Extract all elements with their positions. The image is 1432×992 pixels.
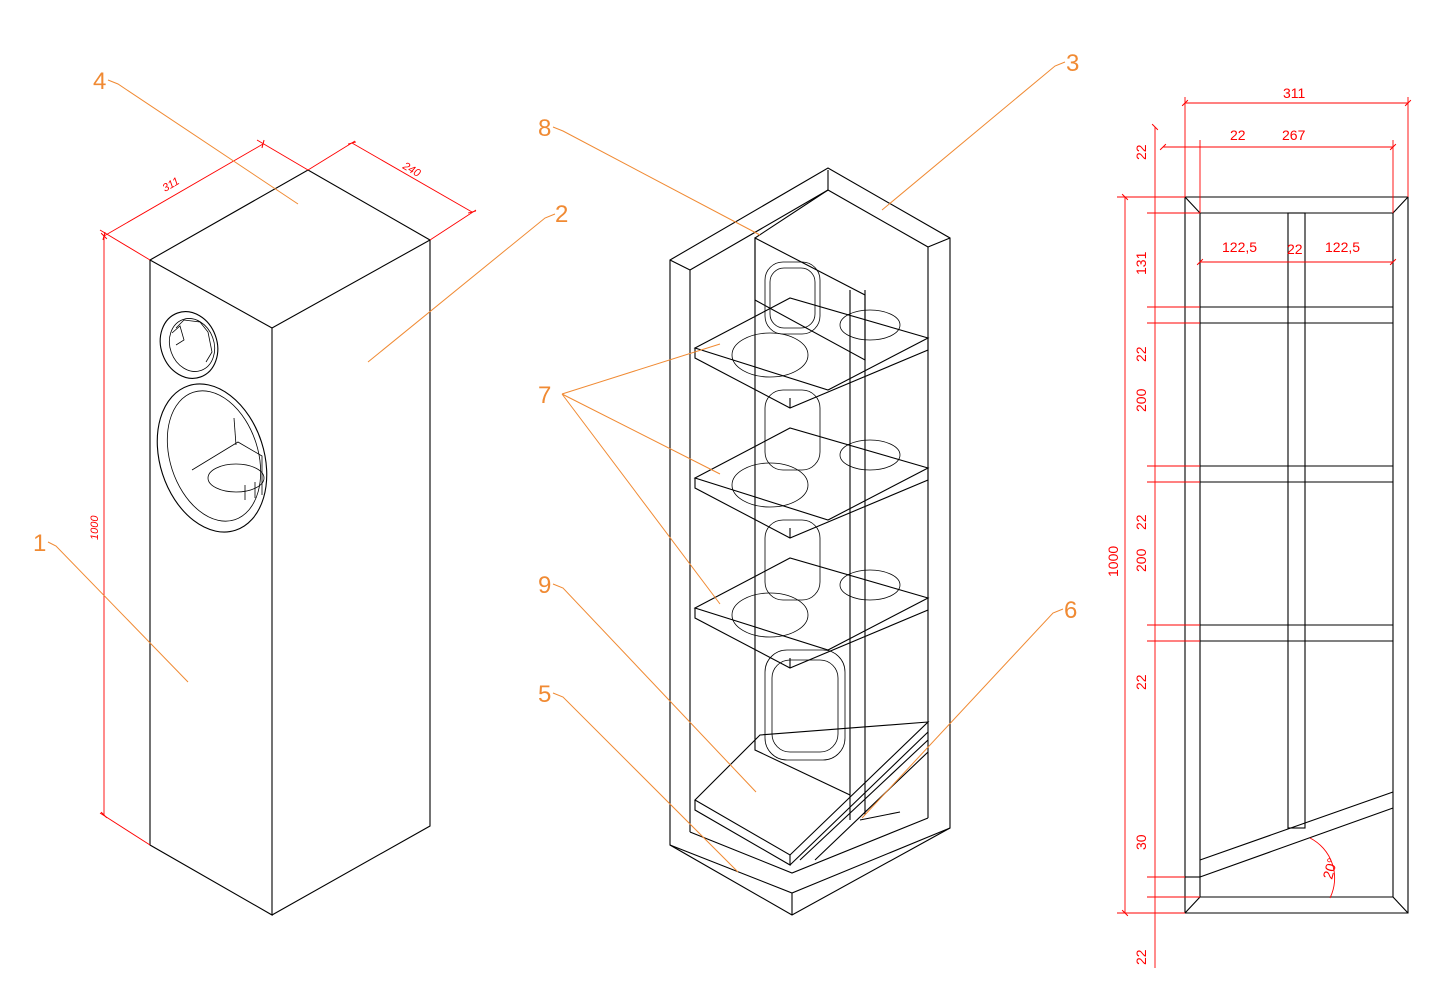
dim-width: 311 bbox=[161, 175, 182, 194]
section-view: 20° 311 22 267 122,5 22 122,5 bbox=[1105, 85, 1412, 968]
dim-top-section: 131 bbox=[1133, 251, 1149, 275]
left-dimensions: 311 240 1000 bbox=[89, 139, 477, 846]
callout-2: 2 bbox=[555, 201, 568, 228]
shelf-1 bbox=[693, 297, 930, 409]
callout-5: 5 bbox=[538, 681, 551, 708]
dim-shelf-3: 22 bbox=[1133, 674, 1149, 690]
dim-half-right: 122,5 bbox=[1325, 239, 1360, 255]
tweeter-opening bbox=[159, 311, 219, 379]
dim-height: 1000 bbox=[89, 515, 101, 540]
base-panel bbox=[694, 721, 930, 866]
dim-bottom-wall: 22 bbox=[1133, 949, 1149, 965]
dim-section-mid-2: 200 bbox=[1133, 548, 1149, 572]
angle-label: 20° bbox=[1319, 856, 1340, 881]
callout-7: 7 bbox=[538, 382, 551, 409]
dim-inner-width: 267 bbox=[1282, 127, 1306, 143]
callout-leaders bbox=[47, 61, 1066, 873]
assembled-cabinet-view: 311 240 1000 bbox=[89, 139, 477, 916]
section-height-dimensions: 22 131 22 200 22 200 22 30 22 1000 bbox=[1105, 123, 1200, 968]
callout-3: 3 bbox=[1066, 50, 1079, 77]
dim-overall-height: 1000 bbox=[1105, 546, 1121, 577]
dim-wall: 22 bbox=[1230, 127, 1246, 143]
callout-numbers: 1 2 3 4 5 6 7 8 9 bbox=[33, 50, 1079, 708]
dim-half-left: 122,5 bbox=[1222, 239, 1257, 255]
callout-4: 4 bbox=[93, 68, 106, 95]
dim-overall-width: 311 bbox=[1283, 85, 1306, 101]
dim-top-wall: 22 bbox=[1133, 144, 1149, 160]
dim-shelf-1: 22 bbox=[1133, 346, 1149, 362]
interior-structure-view bbox=[669, 167, 951, 916]
callout-1: 1 bbox=[33, 530, 46, 557]
dim-shelf-2: 22 bbox=[1133, 514, 1149, 530]
woofer-opening bbox=[156, 383, 268, 533]
dim-foot: 30 bbox=[1133, 834, 1149, 850]
shelf-2 bbox=[693, 427, 930, 539]
dim-divider: 22 bbox=[1287, 241, 1303, 257]
callout-9: 9 bbox=[538, 572, 551, 599]
dim-section-mid-1: 200 bbox=[1133, 388, 1149, 412]
section-width-dimensions: 311 22 267 122,5 22 122,5 bbox=[1159, 85, 1412, 266]
callout-6: 6 bbox=[1064, 597, 1077, 624]
shelf-3 bbox=[693, 557, 930, 669]
callout-8: 8 bbox=[538, 115, 551, 142]
